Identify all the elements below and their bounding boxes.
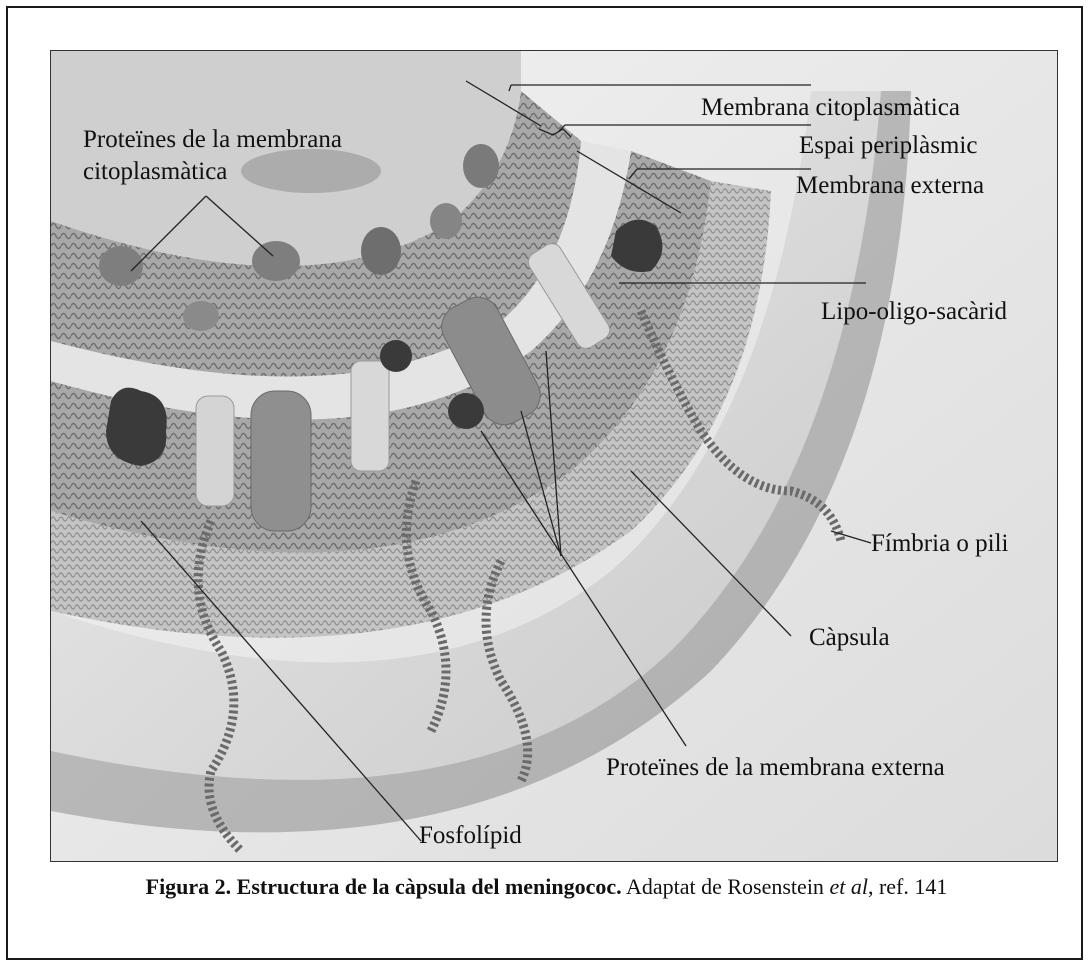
cytoplasmic-protein-2 (252, 241, 300, 281)
figure-caption: Figura 2. Estructura de la càpsula del m… (8, 874, 1085, 900)
diagram-svg: Membrana citoplasmàtica Espai periplàsmi… (51, 51, 1057, 861)
outer-protein-barrel-2 (251, 391, 311, 531)
cytoplasmic-protein-6 (430, 203, 462, 239)
label-fimbria-o-pili: Fímbria o pili (871, 530, 1009, 557)
dark-protein-1 (106, 388, 167, 466)
dark-protein-2 (380, 340, 412, 372)
caption-source-1: Adaptat de Rosenstein (626, 874, 829, 899)
label-fosfolipid: Fosfolípid (419, 822, 522, 849)
figure-frame: Membrana citoplasmàtica Espai periplàsmi… (6, 6, 1083, 960)
caption-title: Figura 2. Estructura de la càpsula del m… (146, 874, 622, 899)
cytoplasm-shadow (241, 149, 381, 193)
label-lipo-oligo-sacarid: Lipo-oligo-sacàrid (821, 298, 1008, 325)
label-proteines-mc-line2: citoplasmàtica (83, 158, 227, 185)
caption-source-italic: et al (829, 874, 868, 899)
label-proteines-mc-line1: Proteïnes de la membrana (83, 126, 342, 153)
caption-source-2: , ref. 141 (868, 874, 947, 899)
label-proteines-me: Proteïnes de la membrana externa (606, 754, 945, 781)
label-espai-periplasmic: Espai periplàsmic (799, 132, 977, 159)
cytoplasmic-protein-4 (183, 301, 219, 331)
dark-protein-3 (448, 393, 484, 429)
meningococcus-capsule-diagram: Membrana citoplasmàtica Espai periplàsmi… (50, 50, 1058, 862)
label-membrana-externa: Membrana externa (796, 172, 984, 199)
outer-protein-barrel-3 (351, 361, 389, 471)
label-capsula: Càpsula (809, 624, 890, 651)
label-membrana-citoplasmatica: Membrana citoplasmàtica (701, 94, 960, 121)
cytoplasmic-protein-3 (361, 227, 401, 275)
outer-protein-barrel-1 (196, 396, 234, 506)
cytoplasmic-protein-5 (463, 144, 499, 188)
